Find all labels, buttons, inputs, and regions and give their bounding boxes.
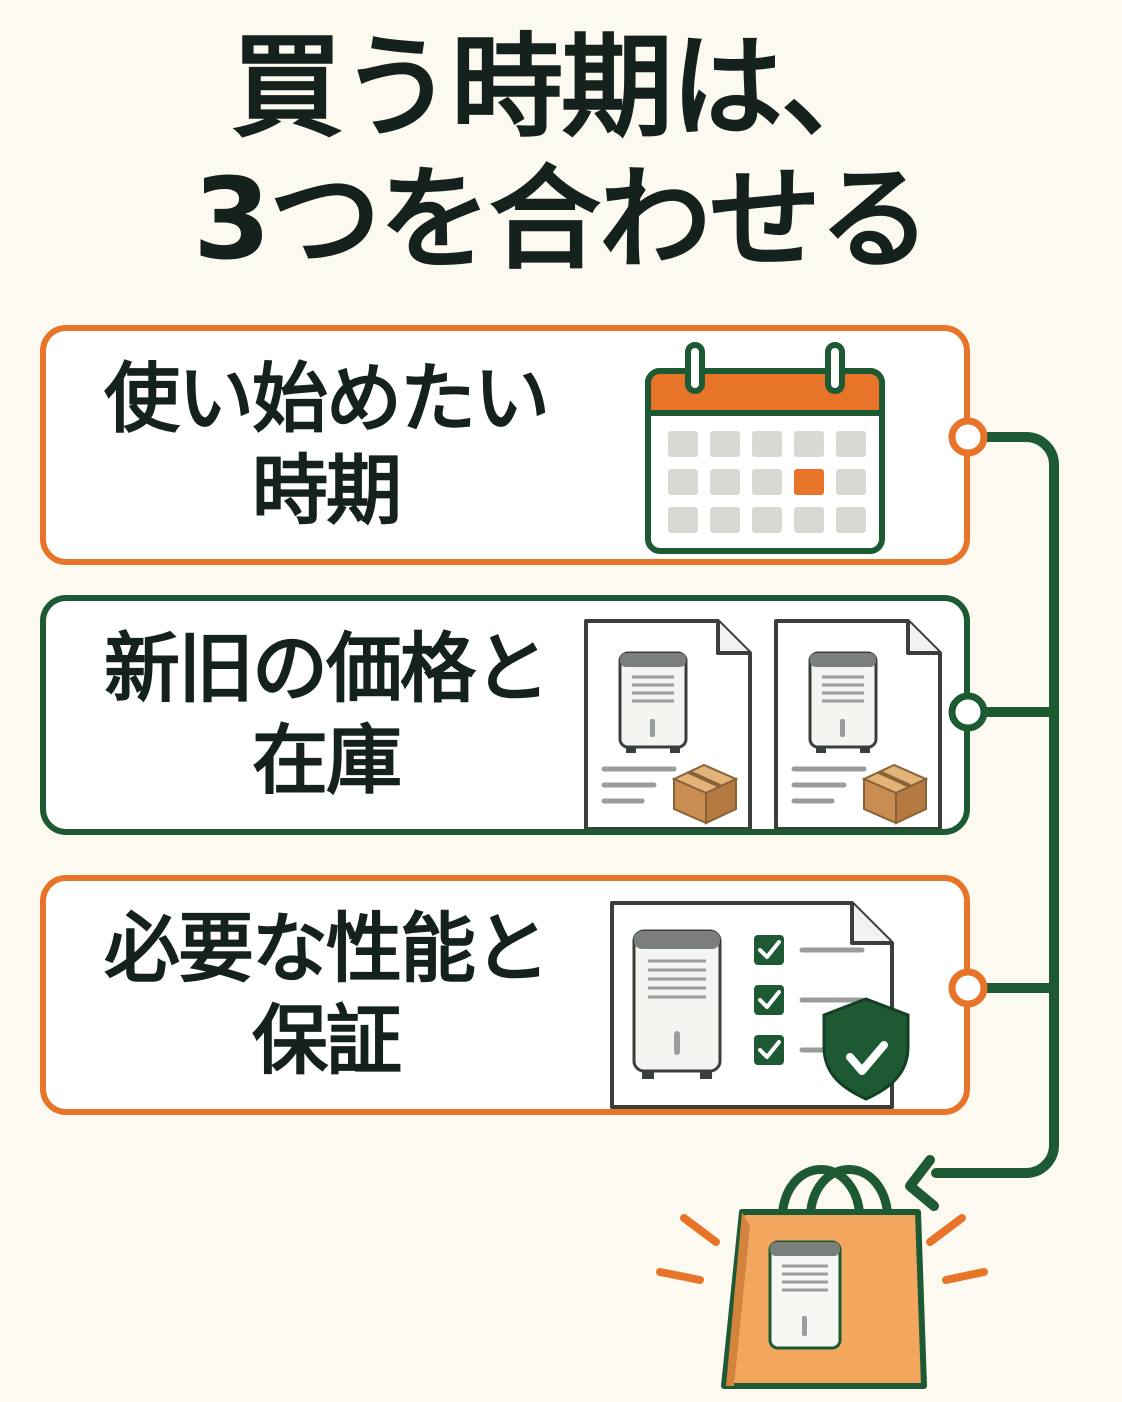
product-sheet-icon — [584, 619, 942, 829]
selected-date-marker — [794, 469, 824, 495]
sparkle-lines — [656, 1214, 988, 1284]
check-item — [754, 985, 865, 1015]
card-label-line-1: 新旧の価格と — [104, 624, 550, 713]
appliance-icon — [632, 929, 722, 1079]
shield-icon — [822, 997, 910, 1101]
checklist-shield-icon — [610, 901, 910, 1109]
card-label-line-2: 在庫 — [252, 716, 402, 805]
card-label-line-1: 使い始めたい — [104, 354, 550, 443]
shopping-bag-icon — [656, 1165, 988, 1389]
title-line-1: 買う時期は、 — [231, 23, 893, 153]
card-label: 必要な性能と 保証 — [46, 881, 606, 1109]
card-price-stock: 新旧の価格と 在庫 — [40, 595, 970, 835]
card-label-line-1: 必要な性能と — [104, 904, 550, 993]
product-sheet-old — [584, 619, 752, 829]
arrow-head-icon — [905, 1155, 939, 1211]
title-line-2: 3つを合わせる — [193, 155, 931, 285]
card-start-time: 使い始めたい 時期 — [40, 325, 970, 565]
card-label-line-2: 保証 — [252, 996, 402, 1085]
check-item — [754, 935, 865, 965]
card-label: 使い始めたい 時期 — [46, 331, 606, 559]
card-label: 新旧の価格と 在庫 — [46, 601, 606, 829]
product-sheet-new — [774, 619, 942, 829]
card-performance-warranty: 必要な性能と 保証 — [40, 875, 970, 1115]
calendar-icon — [645, 342, 885, 554]
page-title: 買う時期は、 3つを合わせる — [0, 22, 1122, 286]
card-label-line-2: 時期 — [252, 446, 402, 535]
